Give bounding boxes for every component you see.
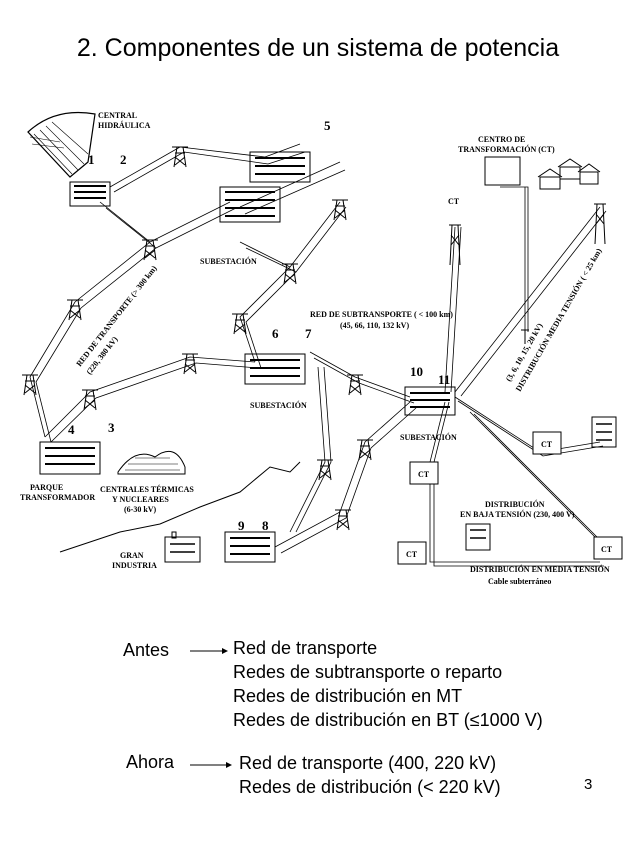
terrain-line bbox=[59, 461, 301, 553]
transmission-lines bbox=[29, 143, 607, 567]
label-central-2: HIDRÁULICA bbox=[98, 120, 151, 130]
houses-icon bbox=[465, 158, 617, 551]
label-subestacion-top: SUBESTACIÓN bbox=[200, 256, 257, 266]
label-cable-subterraneo: Cable subterráneo bbox=[488, 577, 551, 586]
substation-blocks bbox=[39, 151, 456, 563]
number-3: 3 bbox=[108, 420, 115, 435]
antes-item: Redes de distribución en BT (≤1000 V) bbox=[233, 710, 543, 730]
ahora-item: Red de transporte (400, 220 kV) bbox=[239, 753, 497, 773]
number-11: 11 bbox=[438, 372, 450, 387]
pylons bbox=[22, 146, 606, 531]
number-1: 1 bbox=[88, 152, 95, 167]
thermal-plant-icon bbox=[117, 450, 186, 475]
antes-item: Redes de subtransporte o reparto bbox=[233, 662, 503, 682]
label-dist-media-bottom: DISTRIBUCIÓN EN MEDIA TENSIÓN bbox=[470, 564, 610, 574]
slide-title: 2. Componentes de un sistema de potencia bbox=[76, 34, 560, 62]
number-4: 4 bbox=[68, 422, 75, 437]
label-red-subtransporte: RED DE SUBTRANSPORTE ( < 100 km) bbox=[310, 310, 453, 319]
label-subestacion-right: SUBESTACIÓN bbox=[400, 432, 457, 442]
ahora-label: Ahora bbox=[126, 752, 175, 772]
label-dist-baja-2: EN BAJA TENSIÓN (230, 400 V) bbox=[460, 509, 575, 519]
power-system-diagram: CENTRAL HIDRÁULICA SUBESTACIÓN SUBESTACI… bbox=[20, 111, 623, 586]
number-9: 9 bbox=[238, 518, 245, 533]
number-5: 5 bbox=[324, 118, 331, 133]
number-6: 6 bbox=[272, 326, 279, 341]
label-ct-box-4: CT bbox=[601, 545, 613, 554]
ahora-list: Red de transporte (400, 220 kV) Redes de… bbox=[239, 751, 501, 799]
hydro-dam-icon bbox=[27, 111, 96, 178]
label-ct-1: CENTRO DE bbox=[478, 135, 525, 144]
label-ct-box-3: CT bbox=[406, 550, 418, 559]
factory-icon bbox=[164, 531, 201, 563]
label-dist-media: DISTRIBUCIÓN MEDIA TENSIÓN ( < 25 km) bbox=[513, 246, 604, 393]
antes-list: Red de transporte Redes de subtransporte… bbox=[233, 636, 543, 732]
label-ct-2: TRANSFORMACIÓN (CT) bbox=[458, 144, 555, 154]
antes-item: Redes de distribución en MT bbox=[233, 686, 463, 706]
label-centrales-3: (6-30 kV) bbox=[124, 505, 157, 514]
ct-boxes bbox=[397, 156, 623, 565]
label-red-subtransporte-kv: (45, 66, 110, 132 kV) bbox=[340, 321, 409, 330]
antes-item: Red de transporte bbox=[233, 638, 378, 658]
label-ct-box-1: CT bbox=[418, 470, 430, 479]
number-10: 10 bbox=[410, 364, 423, 379]
number-8: 8 bbox=[262, 518, 269, 533]
page-number: 3 bbox=[584, 776, 593, 793]
label-central-1: CENTRAL bbox=[98, 111, 137, 120]
number-2: 2 bbox=[120, 152, 127, 167]
antes-label: Antes bbox=[123, 640, 170, 660]
label-centrales-1: CENTRALES TÉRMICAS bbox=[100, 484, 194, 494]
label-centrales-2: Y NUCLEARES bbox=[112, 495, 169, 504]
label-parque-2: TRANSFORMADOR bbox=[20, 493, 95, 502]
label-ct-top: CT bbox=[448, 197, 460, 206]
number-7: 7 bbox=[305, 326, 312, 341]
label-dist-baja-1: DISTRIBUCIÓN bbox=[485, 499, 545, 509]
label-gran-1: GRAN bbox=[120, 551, 144, 560]
label-gran-2: INDUSTRIA bbox=[112, 561, 157, 570]
arrow-ahora-icon bbox=[190, 762, 232, 768]
label-parque-1: PARQUE bbox=[30, 483, 63, 492]
arrow-antes-icon bbox=[190, 648, 228, 654]
label-ct-box-2: CT bbox=[541, 440, 553, 449]
ahora-item: Redes de distribución (< 220 kV) bbox=[239, 777, 501, 797]
label-subestacion-mid: SUBESTACIÓN bbox=[250, 400, 307, 410]
